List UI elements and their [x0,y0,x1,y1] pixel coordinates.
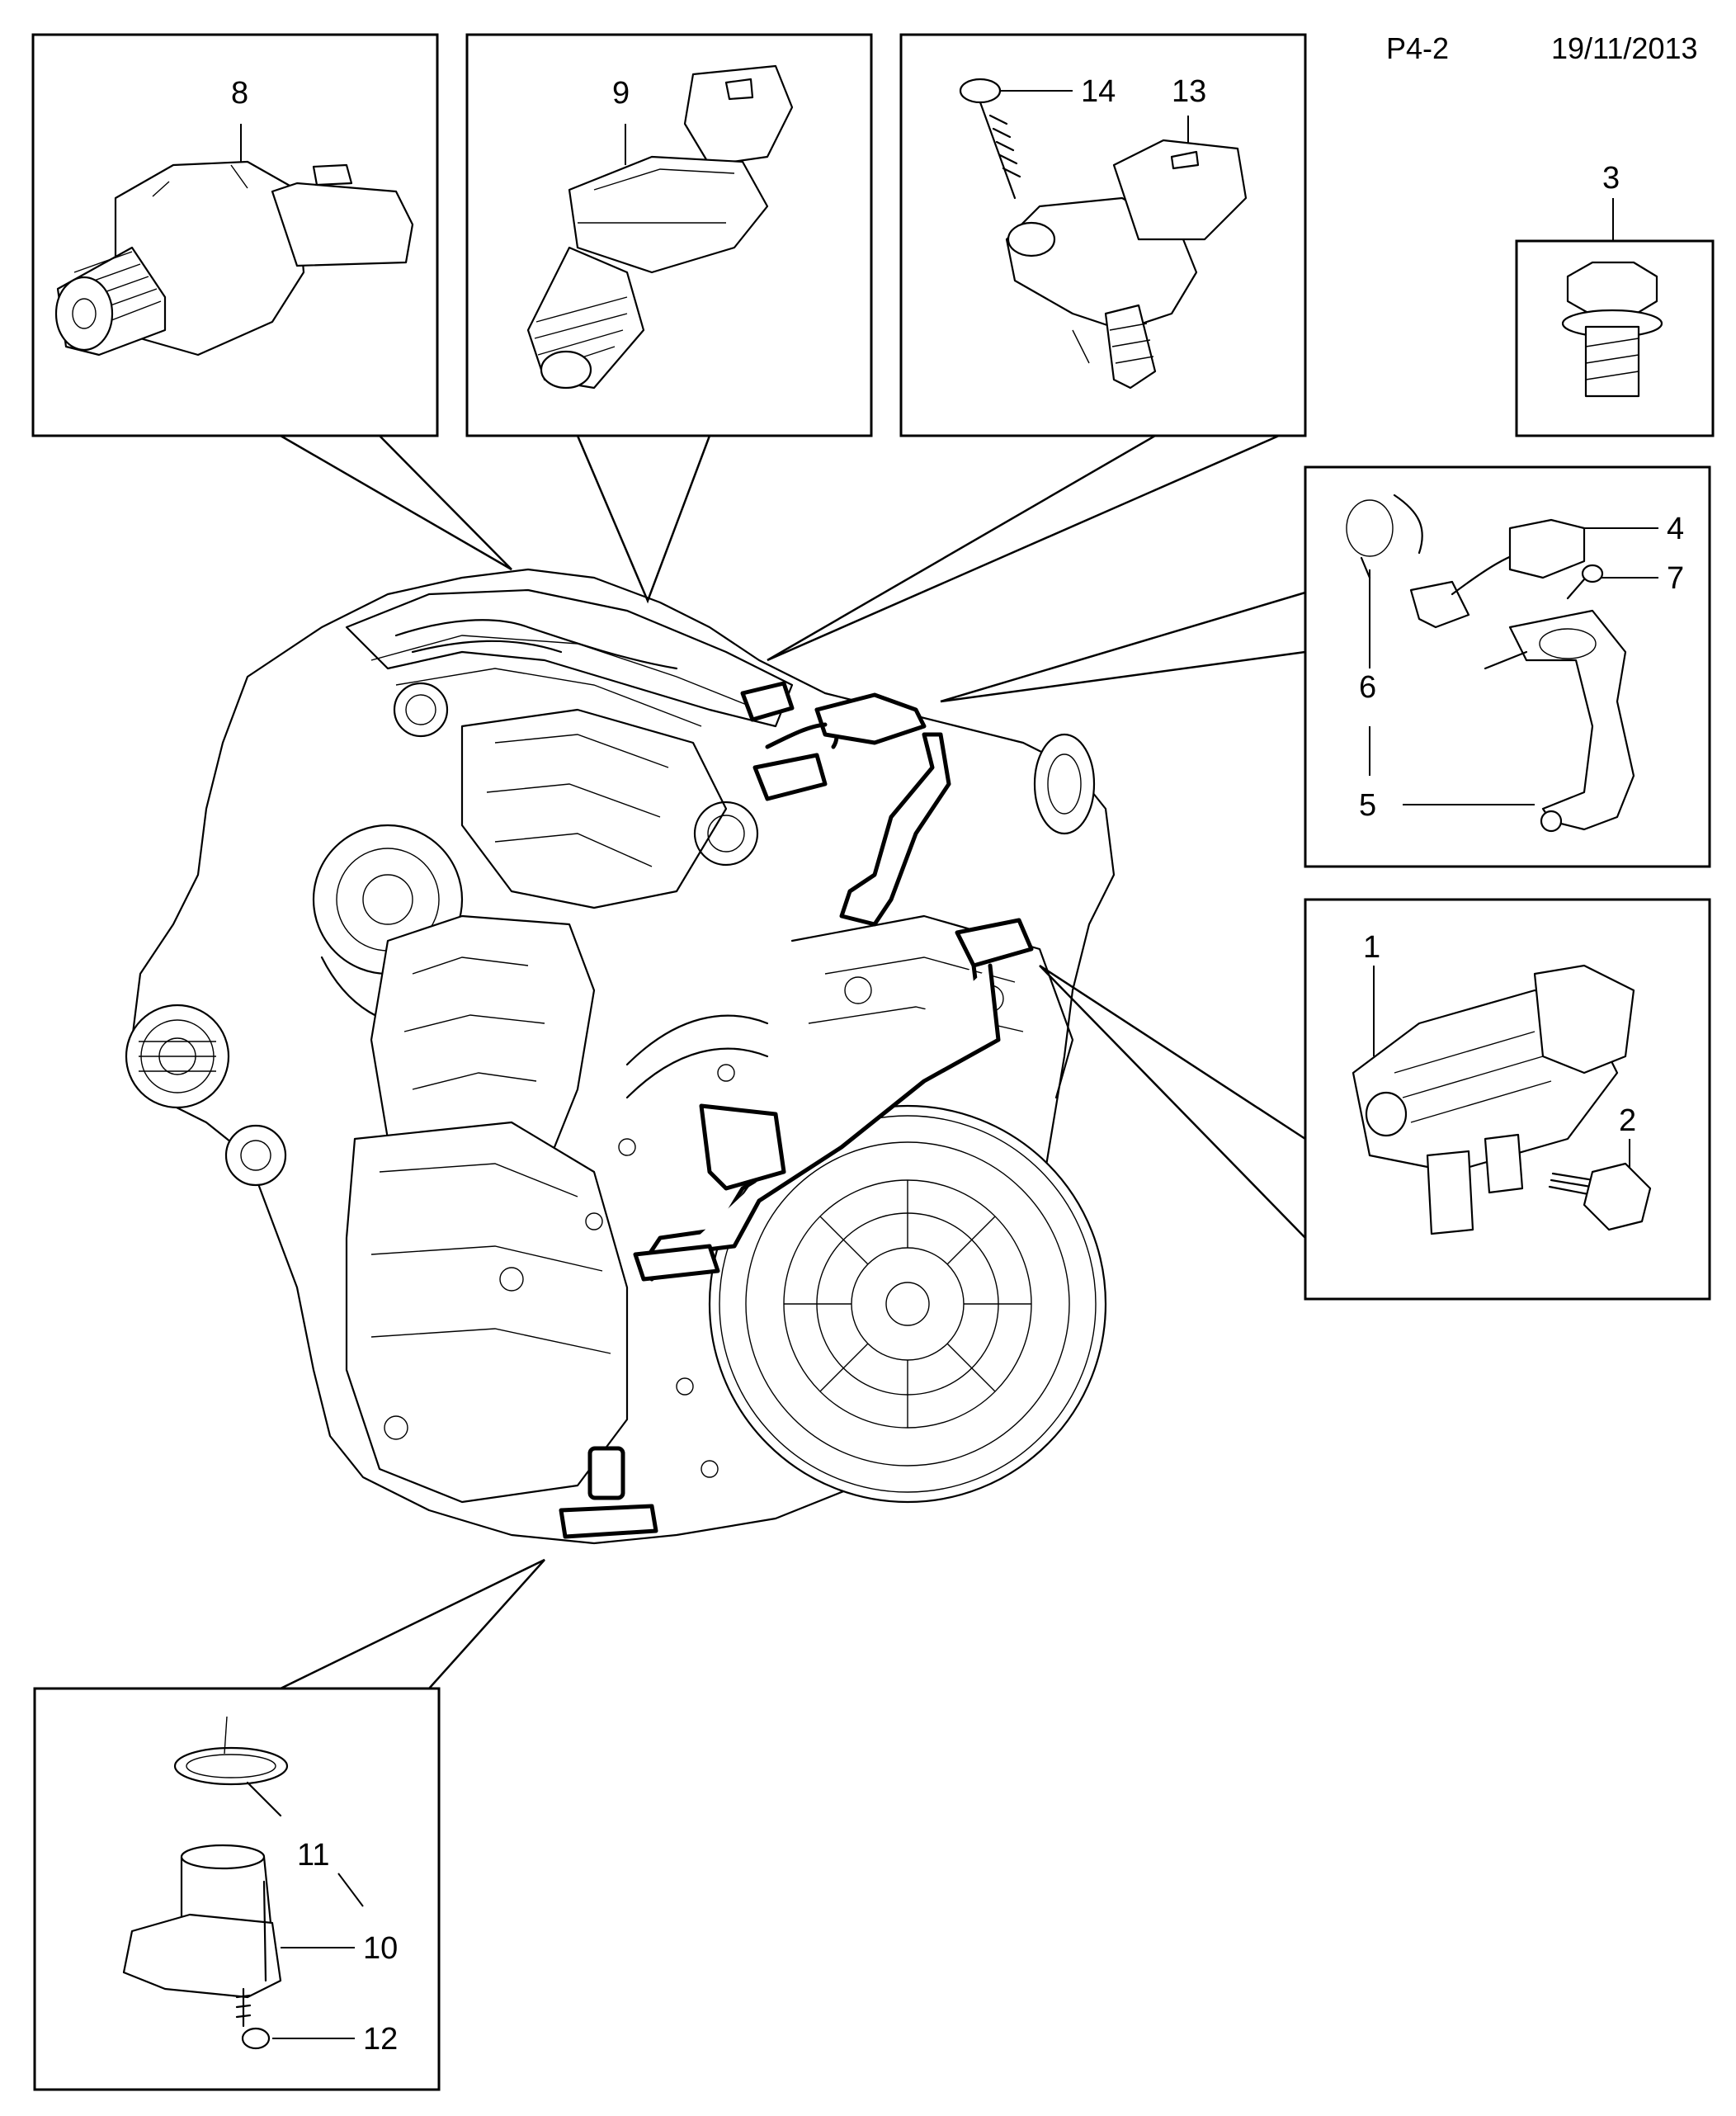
callout-13-label: 13 [1172,74,1206,109]
callout-box-10-12: 11 10 12 [33,1558,545,2091]
callout-11-label: 11 [297,1838,329,1873]
callout-3-label: 3 [1602,161,1620,196]
map-sensor-13 [959,78,1248,390]
callout-6-label: 6 [1359,670,1376,705]
sensor-harness-4 [1346,494,1586,629]
bolt-2 [1548,1162,1652,1231]
bolt-12 [235,1987,271,2050]
callout-box-1-2: 1 2 [1039,898,1711,1301]
callout-1-label: 1 [1363,930,1380,965]
engine-assembly [125,568,1116,1545]
bolt-7 [1566,564,1604,600]
callout-5-label: 5 [1359,788,1376,823]
oil-level-sensor-10 [122,1716,289,1999]
callout-box-13-14: 14 13 [767,33,1307,662]
installed-dpf-sensor-lines [633,918,1034,1282]
callout-8-label: 8 [231,76,248,111]
callout-10-label: 10 [363,1931,398,1966]
oil-pressure-switch-9 [526,64,794,390]
page-reference: P4-2 [1386,31,1450,65]
callout-9-label: 9 [612,76,630,111]
callout-box-8: 8 [31,33,512,571]
diagram-date: 19/11/2013 [1551,31,1698,65]
callout-4-label: 4 [1667,512,1684,546]
callout-7-label: 7 [1667,561,1684,596]
callout-box-4-7: 4 7 6 5 [940,465,1711,868]
dpf-pressure-sensor-1 [1352,964,1635,1235]
oil-pressure-switch-8 [54,160,414,357]
installed-harness-upper [740,681,951,927]
callout-12-label: 12 [363,2022,398,2057]
bracket-5 [1484,609,1635,833]
callout-box-3: 3 [1515,161,1715,437]
installed-oil-level-sensor [559,1446,658,1539]
callout-14-label: 14 [1081,74,1116,109]
callout-2-label: 2 [1619,1103,1636,1138]
bolt-3 [1561,261,1663,398]
callout-box-9: 9 [465,33,873,604]
